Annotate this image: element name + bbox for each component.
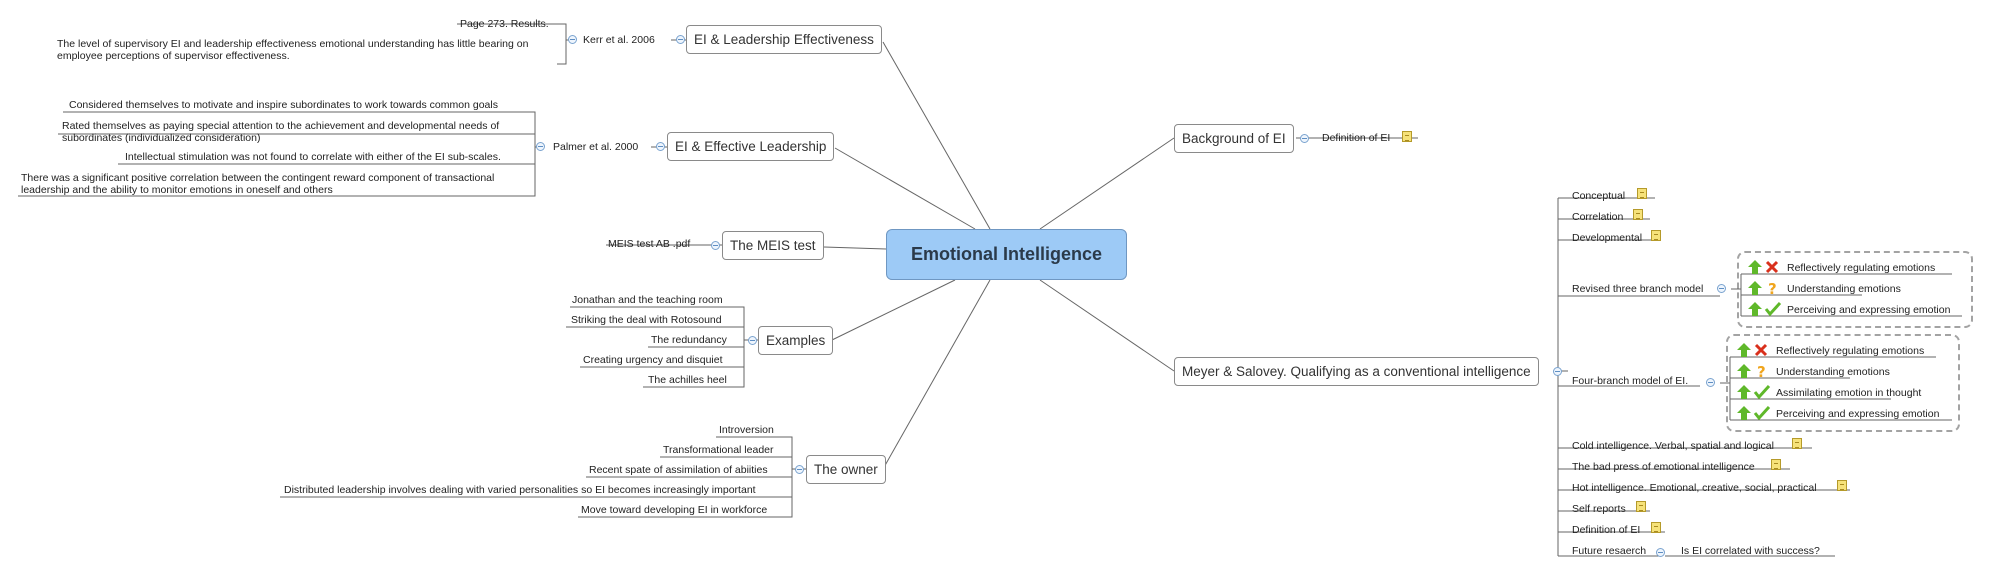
note-icon[interactable] — [1651, 522, 1661, 533]
owner-item[interactable]: Recent spate of assimilation of abiities — [589, 464, 768, 476]
central-topic[interactable]: Emotional Intelligence — [886, 229, 1127, 280]
owner-item[interactable]: Move toward developing EI in workforce — [581, 504, 768, 516]
collapse-icon[interactable] — [1553, 367, 1562, 376]
meyer-item-future-research[interactable]: Future resaerch — [1572, 545, 1647, 557]
note-icon[interactable] — [1637, 188, 1647, 199]
attachment-meis-pdf[interactable]: MEIS test AB .pdf — [608, 238, 691, 250]
note-icon[interactable] — [1636, 501, 1646, 512]
background-definition[interactable]: Definition of EI — [1322, 132, 1391, 144]
priority-arrow-cross-icon — [1737, 343, 1768, 357]
topic-ei-leadership-effectiveness[interactable]: EI & Leadership Effectiveness — [686, 25, 882, 54]
revised-item[interactable]: Understanding emotions — [1787, 283, 1901, 295]
note-icon[interactable] — [1651, 230, 1661, 241]
collapse-icon[interactable] — [795, 465, 804, 474]
revised-item[interactable]: Perceiving and expressing emotion — [1787, 304, 1951, 316]
meyer-item-correlation[interactable]: Correlation — [1572, 211, 1624, 223]
meyer-item-definition[interactable]: Definition of EI — [1572, 524, 1641, 536]
priority-arrow-check-icon — [1737, 406, 1771, 420]
priority-arrow-question-icon: ? — [1748, 281, 1777, 295]
meyer-item-conceptual[interactable]: Conceptual — [1572, 190, 1626, 202]
topic-examples[interactable]: Examples — [758, 326, 834, 355]
four-branch-item[interactable]: Perceiving and expressing emotion — [1776, 408, 1940, 420]
note-icon[interactable] — [1402, 131, 1412, 142]
four-branch-model[interactable]: Four-branch model of EI. — [1572, 375, 1689, 387]
collapse-icon[interactable] — [536, 142, 545, 151]
note-icon[interactable] — [1837, 480, 1847, 491]
svg-text:?: ? — [1757, 364, 1766, 378]
revised-three-branch-model[interactable]: Revised three branch model — [1572, 283, 1704, 295]
meyer-item-developmental[interactable]: Developmental — [1572, 232, 1643, 244]
priority-arrow-check-icon — [1737, 385, 1771, 399]
revised-item[interactable]: Reflectively regulating emotions — [1787, 262, 1936, 274]
topic-meyer-salovey[interactable]: Meyer & Salovey. Qualifying as a convent… — [1174, 357, 1539, 386]
boundary-revised-model — [1737, 251, 1973, 328]
owner-item[interactable]: Introversion — [719, 424, 774, 436]
note-palmer-2b[interactable]: subordinates (individualized considerati… — [62, 132, 261, 144]
source-kerr[interactable]: Kerr et al. 2006 — [583, 34, 655, 46]
owner-item[interactable]: Distributed leadership involves dealing … — [284, 484, 756, 496]
note-kerr-line2[interactable]: employee perceptions of supervisor effec… — [57, 50, 290, 62]
owner-item[interactable]: Transformational leader — [663, 444, 774, 456]
four-branch-item[interactable]: Assimilating emotion in thought — [1776, 387, 1922, 399]
topic-meis-test[interactable]: The MEIS test — [722, 231, 824, 260]
collapse-icon[interactable] — [748, 336, 757, 345]
priority-arrow-cross-icon — [1748, 260, 1779, 274]
note-kerr-line1[interactable]: The level of supervisory EI and leadersh… — [57, 38, 529, 50]
collapse-icon[interactable] — [1717, 284, 1726, 293]
collapse-icon[interactable] — [1300, 134, 1309, 143]
collapse-icon[interactable] — [676, 35, 685, 44]
collapse-icon[interactable] — [711, 241, 720, 250]
meyer-item-hot-intelligence[interactable]: Hot intelligence. Emotional, creative, s… — [1572, 482, 1817, 494]
topic-the-owner[interactable]: The owner — [806, 455, 886, 484]
note-palmer-4b[interactable]: leadership and the ability to monitor em… — [21, 184, 333, 196]
meyer-item-cold-intelligence[interactable]: Cold intelligence. Verbal, spatial and l… — [1572, 440, 1774, 452]
topic-background-of-ei[interactable]: Background of EI — [1174, 124, 1294, 153]
note-icon[interactable] — [1771, 459, 1781, 470]
priority-arrow-check-icon — [1748, 302, 1782, 316]
boundary-four-branch — [1726, 334, 1960, 432]
future-research-question[interactable]: Is EI correlated with success? — [1681, 545, 1820, 557]
four-branch-item[interactable]: Reflectively regulating emotions — [1776, 345, 1925, 357]
note-palmer-1[interactable]: Considered themselves to motivate and in… — [69, 99, 498, 111]
note-icon[interactable] — [1633, 209, 1643, 220]
meyer-item-self-reports[interactable]: Self reports — [1572, 503, 1626, 515]
example-item[interactable]: The achilles heel — [648, 374, 727, 386]
example-item[interactable]: Jonathan and the teaching room — [572, 294, 723, 306]
source-palmer[interactable]: Palmer et al. 2000 — [553, 141, 639, 153]
example-item[interactable]: Striking the deal with Rotosound — [571, 314, 722, 326]
four-branch-item[interactable]: Understanding emotions — [1776, 366, 1890, 378]
svg-text:?: ? — [1768, 281, 1777, 295]
meyer-item-bad-press[interactable]: The bad press of emotional intelligence — [1572, 461, 1755, 473]
collapse-icon[interactable] — [568, 35, 577, 44]
collapse-icon[interactable] — [1656, 548, 1665, 557]
note-palmer-3[interactable]: Intellectual stimulation was not found t… — [125, 151, 501, 163]
note-palmer-4a[interactable]: There was a significant positive correla… — [21, 172, 495, 184]
example-item[interactable]: The redundancy — [651, 334, 727, 346]
note-page-273[interactable]: Page 273. Results. — [460, 18, 549, 30]
priority-arrow-question-icon: ? — [1737, 364, 1766, 378]
collapse-icon[interactable] — [1706, 378, 1715, 387]
note-icon[interactable] — [1792, 438, 1802, 449]
note-palmer-2a[interactable]: Rated themselves as paying special atten… — [62, 120, 500, 132]
collapse-icon[interactable] — [656, 142, 665, 151]
example-item[interactable]: Creating urgency and disquiet — [583, 354, 723, 366]
topic-ei-effective-leadership[interactable]: EI & Effective Leadership — [667, 132, 835, 161]
